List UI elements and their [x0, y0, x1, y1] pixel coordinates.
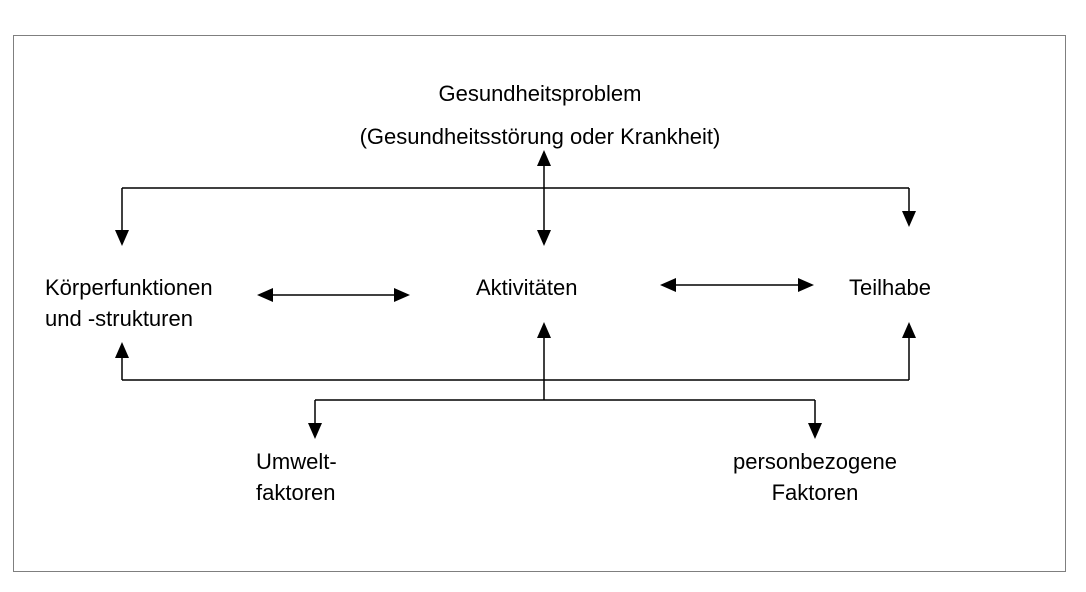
arrowhead-up-participation — [902, 322, 916, 338]
arrowhead-up-health — [537, 150, 551, 166]
body-functions-line2: und -strukturen — [45, 306, 193, 331]
activities-label: Aktivitäten — [476, 275, 578, 300]
body-functions-line1: Körperfunktionen — [45, 275, 213, 300]
health-problem-subtitle: (Gesundheitsstörung oder Krankheit) — [359, 124, 721, 149]
personal-factors-line2: Faktoren — [771, 480, 859, 505]
environmental-factors-line1: Umwelt- — [256, 449, 337, 474]
environmental-factors-label: Umwelt- faktoren — [256, 446, 337, 508]
environmental-factors-line2: faktoren — [256, 480, 336, 505]
arrowhead-down-personal — [808, 423, 822, 439]
arrowhead-up-activities — [537, 322, 551, 338]
body-functions-label: Körperfunktionen und -strukturen — [45, 272, 213, 334]
diagram-frame — [13, 35, 1066, 572]
arrowhead-left-activities — [660, 278, 676, 292]
arrowhead-right-activities — [394, 288, 410, 302]
participation-label: Teilhabe — [849, 275, 931, 300]
arrowhead-down-activities — [537, 230, 551, 246]
arrowhead-left-body — [257, 288, 273, 302]
health-problem-title: Gesundheitsproblem — [438, 81, 642, 106]
personal-factors-line1: personbezogene — [733, 449, 897, 474]
personal-factors-label: personbezogene Faktoren — [700, 446, 930, 508]
arrowhead-right-participation — [798, 278, 814, 292]
arrowhead-down-environmental — [308, 423, 322, 439]
arrowhead-up-body — [115, 342, 129, 358]
arrowhead-down-body — [115, 230, 129, 246]
arrowhead-down-participation — [902, 211, 916, 227]
